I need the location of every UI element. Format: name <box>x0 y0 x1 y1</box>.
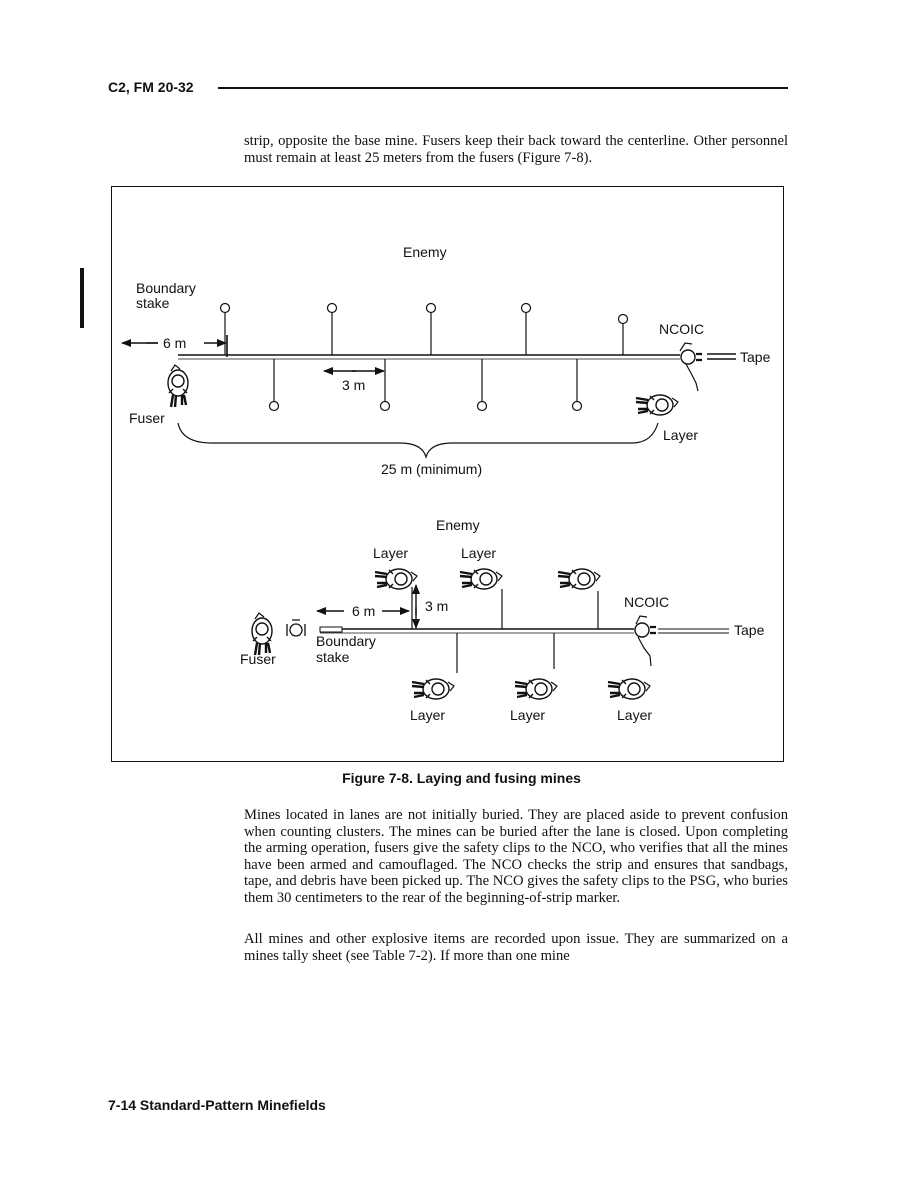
top-boundary-label-2: stake <box>136 295 170 311</box>
paragraph-mines-recorded: All mines and other explosive items are … <box>244 931 788 964</box>
bottom-layer-label-1: Layer <box>373 545 408 561</box>
bottom-boundary-label-2: stake <box>316 649 350 665</box>
running-header: C2, FM 20-32 <box>108 79 194 95</box>
top-ncoic-label: NCOIC <box>659 321 704 337</box>
mine-icon <box>571 400 583 412</box>
layer-figure-icon <box>556 567 602 591</box>
bottom-diagram: Enemy Layer Layer 3 m 6 <box>240 517 765 723</box>
mine-icon <box>219 302 231 314</box>
paragraph-intro: strip, opposite the base mine. Fusers ke… <box>244 133 788 166</box>
bottom-boundary-stake <box>319 626 343 633</box>
bottom-fuser-label: Fuser <box>240 651 276 667</box>
mine-icon <box>379 400 391 412</box>
top-mines-enemy-side <box>219 302 629 355</box>
paragraph-mines-in-lanes: Mines located in lanes are not initially… <box>244 807 788 906</box>
change-bar <box>80 268 84 328</box>
top-mines-friendly-side <box>268 359 583 412</box>
mine-icon <box>476 400 488 412</box>
mine-icon <box>425 302 437 314</box>
layer-figure-icon <box>458 567 504 591</box>
layer-figure-icon <box>634 393 680 417</box>
layer-figure-icon <box>513 677 559 701</box>
fuser-figure-icon <box>250 611 274 657</box>
bottom-layer-label-2: Layer <box>461 545 496 561</box>
layer-figure-icon <box>606 677 652 701</box>
top-fuser-label: Fuser <box>129 410 165 426</box>
bottom-boundary-label-1: Boundary <box>316 633 376 649</box>
bottom-layer-label-4: Layer <box>510 707 545 723</box>
figure-7-8: Enemy Boundary stake <box>111 186 784 762</box>
layer-figure-icon <box>373 567 419 591</box>
ncoic-figure-icon <box>634 615 656 667</box>
top-layer-label: Layer <box>663 427 698 443</box>
top-3m-label: 3 m <box>342 377 365 393</box>
top-boundary-label-1: Boundary <box>136 280 196 296</box>
top-enemy-label: Enemy <box>403 244 447 260</box>
header-rule <box>218 87 788 89</box>
bottom-tape-label: Tape <box>734 622 765 638</box>
layer-figure-icon <box>410 677 456 701</box>
mine-icon <box>268 400 280 412</box>
fuser-figure-icon <box>166 363 190 409</box>
minefield-diagram: Enemy Boundary stake <box>121 244 771 723</box>
top-diagram: Enemy Boundary stake <box>121 244 771 477</box>
mine-icon <box>326 302 338 314</box>
bottom-layer-label-3: Layer <box>410 707 445 723</box>
bottom-layer-label-5: Layer <box>617 707 652 723</box>
page-footer: 7-14 Standard-Pattern Minefields <box>108 1097 326 1113</box>
top-6m-label: 6 m <box>163 335 186 351</box>
bottom-enemy-label: Enemy <box>436 517 480 533</box>
figure-caption: Figure 7-8. Laying and fusing mines <box>342 770 581 786</box>
bottom-3m-label: 3 m <box>425 598 448 614</box>
sandbag-icon <box>286 619 306 637</box>
bottom-ncoic-label: NCOIC <box>624 594 669 610</box>
top-25m-brace <box>177 422 659 460</box>
top-tape-label: Tape <box>740 349 771 365</box>
top-25m-label: 25 m (minimum) <box>381 461 482 477</box>
ncoic-figure-icon <box>679 342 702 392</box>
bottom-6m-label: 6 m <box>352 603 375 619</box>
mine-icon <box>617 313 629 325</box>
mine-icon <box>520 302 532 314</box>
